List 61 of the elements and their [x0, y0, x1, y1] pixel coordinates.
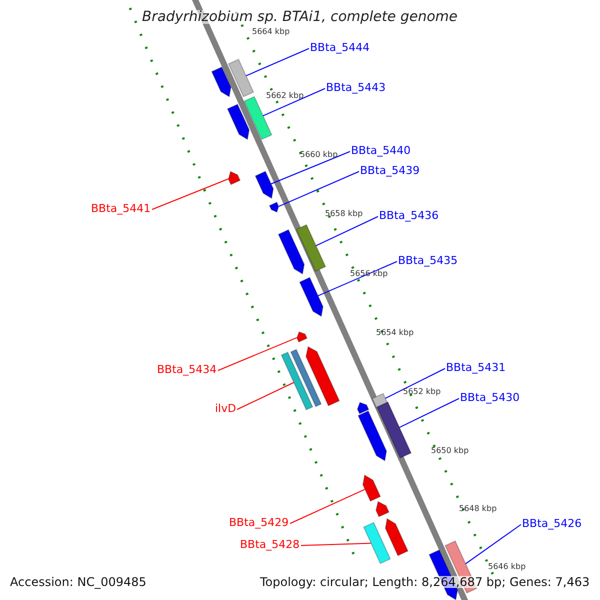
gene-block	[226, 104, 250, 140]
gene-bar	[290, 348, 322, 408]
gene-label: BBta_5443	[326, 82, 386, 93]
position-label: 5656 kbp	[350, 270, 388, 278]
gene-label: BBta_5429	[229, 517, 289, 528]
gene-label: BBta_5436	[379, 210, 439, 221]
position-label: 5662 kbp	[266, 92, 304, 100]
gene-block	[296, 331, 308, 343]
gene-block	[299, 276, 324, 317]
leader-line	[290, 488, 366, 524]
leader-line	[278, 171, 360, 207]
info-text: Accession: NC_009485	[10, 576, 146, 588]
gene-block	[228, 170, 241, 186]
leader-line	[384, 368, 446, 399]
gene-bar	[228, 58, 254, 98]
leader-line	[398, 398, 460, 428]
gene-block	[375, 500, 390, 518]
leader-line	[218, 337, 298, 371]
gene-label: BBta_5440	[351, 145, 411, 156]
leader-line	[262, 88, 326, 116]
leader-line	[270, 151, 350, 184]
gene-block	[268, 202, 280, 213]
position-label: 5654 kbp	[376, 329, 414, 337]
leader-line	[236, 382, 294, 410]
gene-block	[305, 346, 340, 406]
gene-label: BBta_5435	[398, 255, 458, 266]
leader-line	[152, 178, 229, 210]
gene-bar	[280, 352, 314, 410]
position-label: 5664 kbp	[252, 28, 290, 36]
gene-label: BBta_5430	[460, 392, 520, 403]
gene-bar	[363, 522, 391, 564]
gene-block	[211, 66, 232, 98]
gene-label: BBta_5431	[446, 362, 506, 373]
title: Bradyrhizobium sp. BTAi1, complete genome	[142, 10, 458, 24]
gene-bar	[296, 224, 326, 272]
gene-label: BBta_5439	[360, 165, 420, 176]
position-label: 5646 kbp	[488, 563, 526, 571]
gene-label: BBta_5441	[91, 203, 151, 214]
gene-label: BBta_5428	[240, 539, 300, 550]
gene-label: BBta_5426	[522, 518, 582, 529]
leader-line	[465, 524, 522, 564]
position-label: 5652 kbp	[403, 388, 441, 396]
gene-block	[278, 229, 305, 275]
leader-line	[300, 542, 372, 546]
leader-line	[246, 48, 310, 76]
gene-block	[384, 518, 409, 556]
position-label: 5650 kbp	[431, 447, 469, 455]
gene-label: BBta_5444	[310, 42, 370, 53]
gene-bar	[376, 401, 412, 459]
gene-label: ilvD	[215, 403, 236, 414]
gene-block	[358, 410, 387, 462]
position-label: 5648 kbp	[459, 505, 497, 513]
leader-line	[316, 216, 378, 246]
position-label: 5660 kbp	[300, 151, 338, 159]
gene-block	[356, 402, 370, 414]
position-label: 5658 kbp	[325, 210, 363, 218]
gene-label: BBta_5434	[157, 364, 217, 375]
info-text: Topology: circular; Length: 8,264,687 bp; Genes: 7,463	[260, 576, 590, 588]
gene-block	[254, 170, 274, 200]
gene-block	[362, 474, 382, 502]
leader-line	[318, 261, 398, 296]
